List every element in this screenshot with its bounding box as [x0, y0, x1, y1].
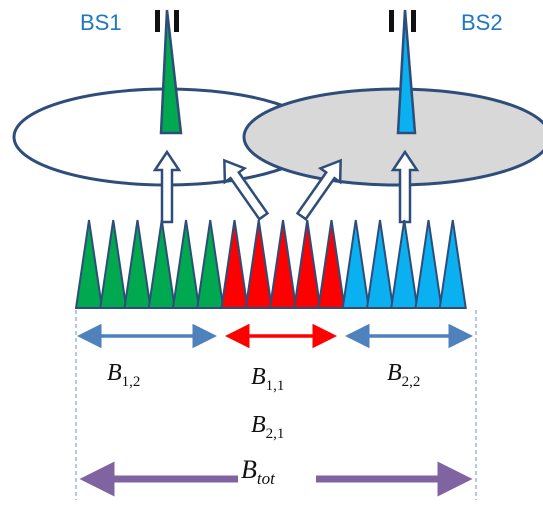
up-arrow-1	[152, 149, 182, 224]
subcarrier-blue-1	[341, 219, 370, 309]
bs2-coverage-ellipse	[242, 87, 543, 187]
btot-base: B	[241, 455, 257, 484]
subcarrier-green-5	[171, 219, 201, 309]
subcarrier-red-2	[244, 219, 273, 309]
subcarrier-green-1	[74, 219, 104, 309]
subcarrier-blue-4	[414, 219, 443, 309]
b22-base: B	[387, 360, 402, 386]
b22-sub: 2,2	[401, 374, 421, 390]
bs2-antenna-icon	[389, 10, 416, 32]
bs1-tower	[159, 9, 183, 135]
subcarrier-spectrum	[74, 219, 467, 309]
b12-base: B	[107, 360, 122, 386]
band-label-btot: Btot	[241, 455, 275, 489]
subcarrier-red-5	[317, 219, 346, 309]
b11-base: B	[251, 364, 266, 390]
bs1-label: BS1	[80, 10, 122, 35]
diag-arrow-left	[223, 158, 270, 221]
btot-sub: tot	[256, 469, 275, 488]
subcarrier-green-2	[99, 219, 128, 309]
b12-sub: 1,2	[121, 374, 141, 390]
subcarrier-red-3	[268, 219, 298, 309]
bs2-label: BS2	[461, 10, 503, 35]
subcarrier-blue-2	[365, 219, 395, 309]
b11-sub: 1,1	[265, 378, 285, 394]
subcarrier-blue-5	[438, 219, 467, 309]
band-label-b21: B2,1	[251, 412, 284, 443]
bs1-antenna-icon	[155, 10, 179, 32]
diag-arrow-right	[295, 158, 342, 221]
band-label-b22: B2,2	[387, 360, 420, 391]
subcarrier-green-4	[147, 219, 176, 309]
b21-base: B	[251, 412, 266, 438]
b21-sub: 2,1	[265, 426, 285, 442]
band-label-b11: B1,1	[251, 364, 284, 395]
subcarrier-red-4	[293, 219, 322, 309]
subcarrier-red-1	[220, 219, 249, 309]
bs2-tower	[396, 9, 417, 135]
up-arrow-2	[390, 149, 420, 224]
subcarrier-green-3	[123, 219, 152, 309]
subcarrier-blue-3	[390, 219, 419, 309]
subcarrier-green-6	[196, 219, 225, 309]
band-label-b12: B1,2	[107, 360, 140, 391]
